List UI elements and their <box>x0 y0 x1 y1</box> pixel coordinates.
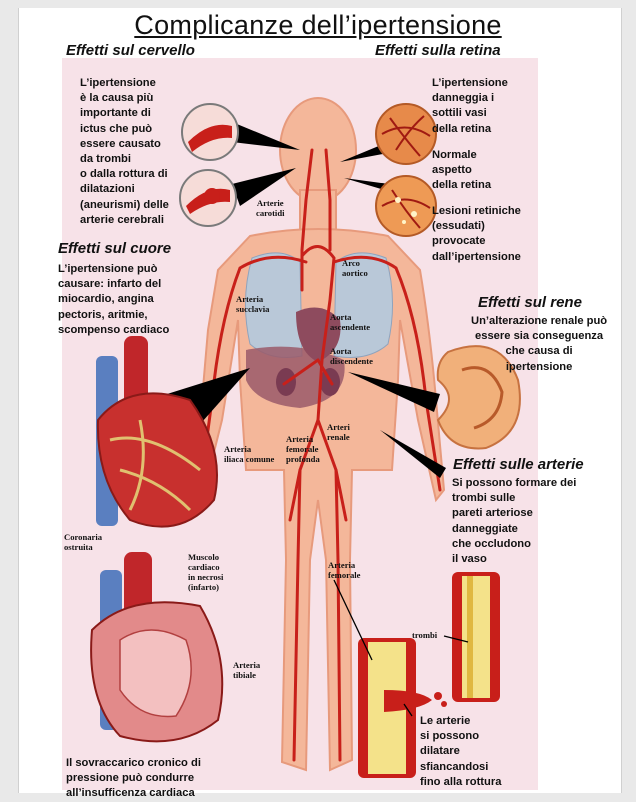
label-arteria-tibiale: Arteria tibiale <box>233 660 260 680</box>
heading-retina: Effetti sulla retina <box>375 42 501 59</box>
text-brain: L’ipertensione è la causa più importante… <box>80 76 169 228</box>
heading-arteries: Effetti sulle arterie <box>453 456 584 473</box>
heading-kidney: Effetti sul rene <box>478 294 582 311</box>
label-arteria-iliaca: Arteria iliaca comune <box>224 444 274 464</box>
heading-heart: Effetti sul cuore <box>58 240 171 257</box>
page-title: Complicanze dell’ipertensione <box>0 10 636 41</box>
text-artery-dilation: Le arterie si possono dilatare sfiancand… <box>420 714 501 790</box>
text-heart-overload: Il sovraccarico cronico di pressione può… <box>66 756 201 802</box>
label-arteria-femorale: Arteria femorale <box>328 560 360 580</box>
text-retina-lesions: Lesioni retiniche (essudati) provocate d… <box>432 204 521 265</box>
label-aorta-ascendente: Aorta ascendente <box>330 312 370 332</box>
label-arco-aortico: Arco aortico <box>342 258 368 278</box>
text-arteries: Si possono formare dei trombi sulle pare… <box>452 476 576 567</box>
brain-inset-bottom <box>180 170 236 226</box>
heading-brain: Effetti sul cervello <box>66 42 195 59</box>
label-arterie-carotidi: Arterie carotidi <box>256 198 284 218</box>
label-arteria-femorale-profonda: Arteria femorale profonda <box>286 434 320 464</box>
label-arteria-renale: Arteri renale <box>327 422 350 442</box>
text-retina-damage: L’ipertensione danneggia i sottili vasi … <box>432 76 508 137</box>
label-muscolo-cardiaco: Muscolo cardiaco in necrosi (infarto) <box>188 552 223 592</box>
text-retina-normal: Normale aspetto della retina <box>432 148 491 194</box>
label-coronaria-ostruita: Coronaria ostruita <box>64 532 102 552</box>
label-aorta-discendente: Aorta discendente <box>330 346 373 366</box>
text-kidney: Un’alterazione renale può essere sia con… <box>471 314 607 375</box>
retina-normal-inset <box>376 104 436 164</box>
text-heart: L’ipertensione può causare: infarto del … <box>58 262 169 338</box>
retina-damaged-inset <box>376 176 436 236</box>
label-arteria-succlavia: Arteria succlavia <box>236 294 269 314</box>
brain-inset-top <box>182 104 238 160</box>
heart-exterior-illustration <box>96 336 217 527</box>
label-trombi: trombi <box>412 630 437 640</box>
artery-thrombus-illustration <box>452 572 500 702</box>
